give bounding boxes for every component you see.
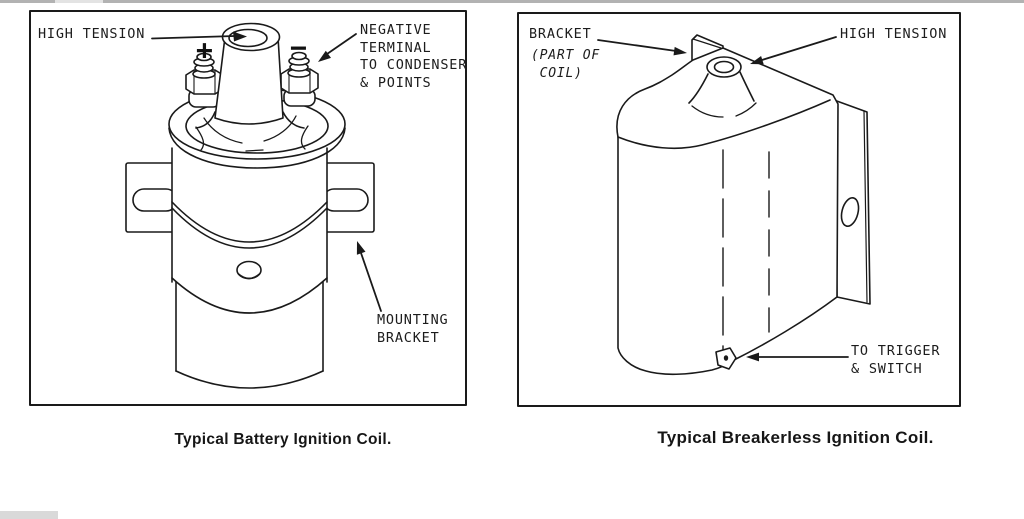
bracket-note-label: (PART OF COIL) (531, 48, 601, 81)
cap-contours (196, 116, 308, 151)
scan-edge-strip (0, 0, 1024, 3)
bracket-arrow (598, 40, 687, 56)
mounting-bracket-label: MOUNTING BRACKET (377, 312, 449, 346)
high-tension-arrow (152, 31, 247, 42)
side-bracket-plate (834, 100, 870, 304)
trigger-switch-arrow (746, 352, 848, 362)
negative-terminal-arrow (318, 34, 356, 62)
trigger-switch-label: TO TRIGGER & SWITCH (851, 343, 941, 377)
breakerless-coil-diagram (517, 12, 961, 407)
scan-corner-mark (0, 511, 58, 519)
minus-sign: − (290, 31, 307, 64)
battery-coil-diagram (29, 10, 467, 406)
high-tension-label-left: HIGH TENSION (38, 26, 146, 42)
terminal-positive (186, 54, 223, 108)
tower-right (689, 57, 756, 117)
battery-coil-caption: Typical Battery Ignition Coil. (174, 431, 392, 448)
coil-housing (617, 48, 838, 374)
bracket-label: BRACKET (529, 26, 592, 42)
high-tension-arrow-right (750, 37, 836, 65)
terminal-negative (281, 53, 318, 107)
negative-terminal-label: NEGATIVE TERMINAL TO CONDENSER & POINTS (360, 22, 468, 91)
scan-edge-notch (55, 0, 103, 3)
mounting-bracket-arrow (356, 241, 381, 311)
plus-sign: + (196, 33, 213, 66)
rivet (237, 262, 261, 279)
high-tension-label-right: HIGH TENSION (840, 26, 948, 42)
breakerless-coil-caption: Typical Breakerless Ignition Coil. (657, 428, 934, 447)
coil-tower (196, 24, 304, 129)
connector-tab (716, 348, 736, 369)
